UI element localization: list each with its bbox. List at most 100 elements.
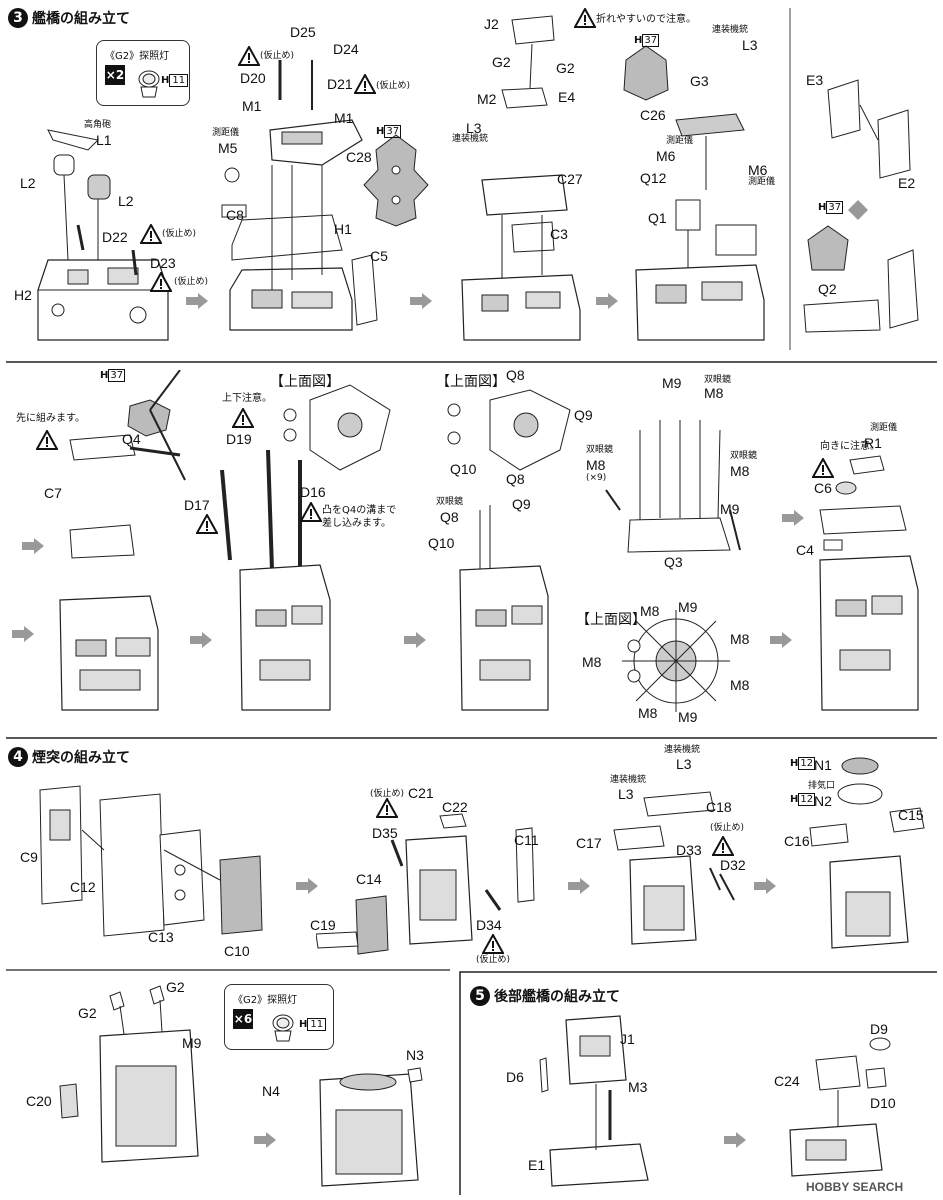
label-N2: N2 [814,793,832,809]
label-M8: M8 [582,654,602,670]
warning-icon [712,836,734,856]
label-G2-left: G2 [492,54,511,70]
step-arrow-icon [12,626,34,642]
funnel-parts-drawing [39,785,263,937]
label-D16: D16 [300,484,326,500]
label-C22: C22 [442,799,468,815]
note-kariatome: (仮止め) [376,81,411,91]
label-C24: C24 [774,1073,800,1089]
label-Q8-top: Q8 [506,367,525,383]
note-rensokikanju: 連装機銃 [712,25,749,35]
h-prefix: H [818,202,827,213]
label-D32: D32 [720,857,746,873]
label-C12: C12 [70,879,96,895]
label-J1: J1 [620,1031,635,1047]
label-G2-right: G2 [556,60,575,76]
bridge-assembly-drawing-7 [220,384,391,711]
label-E4: E4 [558,89,576,105]
note-sokkyogi: 測距儀 [666,136,694,146]
label-M8: M8 [730,677,750,693]
note-joumenzu: 【上面図】 [436,373,506,389]
label-D10: D10 [870,1095,896,1111]
h-number: 37 [384,125,402,138]
funnel-assembly-drawing-4 [809,757,925,949]
label-M5: M5 [218,140,238,156]
note-sogankyo: 双眼鏡 [586,445,614,455]
step-title: 艦橋の組み立て [32,11,130,27]
label-M6-right: M6 [748,162,768,178]
label-N1: N1 [814,757,832,773]
label-D20: D20 [240,70,266,86]
label-M1-right: M1 [334,110,354,126]
label-C8: C8 [226,207,244,223]
h-number: 37 [642,34,660,47]
label-Q12: Q12 [640,170,667,186]
note-joumenzu: 【上面図】 [270,373,340,389]
note-rensokikanju: 連装機銃 [452,134,489,144]
bridge-base-h2-drawing [37,129,169,341]
label-C20: C20 [26,1093,52,1109]
note-totsu2: 差し込みます。 [322,518,391,529]
bridge-assembly-drawing-5 [803,79,919,333]
label-N4: N4 [262,1083,280,1099]
h-prefix: H [790,794,799,805]
label-C11: C11 [514,832,539,848]
step-arrow-icon [296,878,318,894]
step-3-header: 3 艦橋の組み立て [8,8,130,28]
warning-icon [196,514,218,534]
label-Q4: Q4 [122,431,141,447]
note-sokkyogi: 測距儀 [748,177,776,187]
step-5-header: 5 後部艦橋の組み立て [470,986,620,1006]
note-sokkyogi: 測距儀 [870,423,898,433]
label-C27: C27 [557,171,583,187]
label-Q8-bottom: Q8 [506,471,525,487]
label-C9: C9 [20,849,38,865]
label-Q2: Q2 [818,281,837,297]
step-number: 3 [8,8,28,28]
step-arrow-icon [22,538,44,554]
label-M8-x9: M8 [586,457,606,473]
quantity-badge: ×2 [105,65,125,85]
step-title: 煙突の組み立て [32,750,130,766]
plate-c28-drawing [363,134,429,227]
h-number: 37 [826,201,844,214]
callout-title: 《G2》探照灯 [105,51,170,62]
label-D9: D9 [870,1021,888,1037]
label-C26: C26 [640,107,666,123]
label-G3: G3 [690,73,709,89]
label-M9: M9 [678,709,698,725]
label-J2: J2 [484,16,499,32]
warning-icon [238,46,260,66]
label-E1: E1 [528,1157,546,1173]
q3-platform-drawing [605,420,741,553]
step-arrow-icon [770,632,792,648]
aft-bridge-drawing-2 [789,1037,891,1177]
h-number: 11 [307,1018,327,1031]
step-arrow-icon [404,632,426,648]
note-jouge: 上下注意。 [222,393,272,404]
label-M8-right: M8 [730,463,750,479]
bridge-assembly-drawing-2 [221,60,378,331]
label-C28: C28 [346,149,372,165]
label-M8-top: M8 [704,385,724,401]
label-C21: C21 [408,785,434,801]
label-R1: R1 [864,435,882,451]
label-M1-left: M1 [242,98,262,114]
label-L2-left: L2 [20,175,36,191]
label-M2: M2 [477,91,497,107]
label-C10: C10 [224,943,250,959]
label-M9-right: M9 [720,501,740,517]
label-L3: L3 [466,120,482,136]
note-kariatome: (仮止め) [174,277,209,287]
h-prefix: H [100,370,109,381]
h-prefix: H [376,126,385,137]
funnel-assembly-drawing-2 [316,813,535,955]
bridge-assembly-drawing-4 [623,45,765,341]
h-prefix: H [790,758,799,769]
